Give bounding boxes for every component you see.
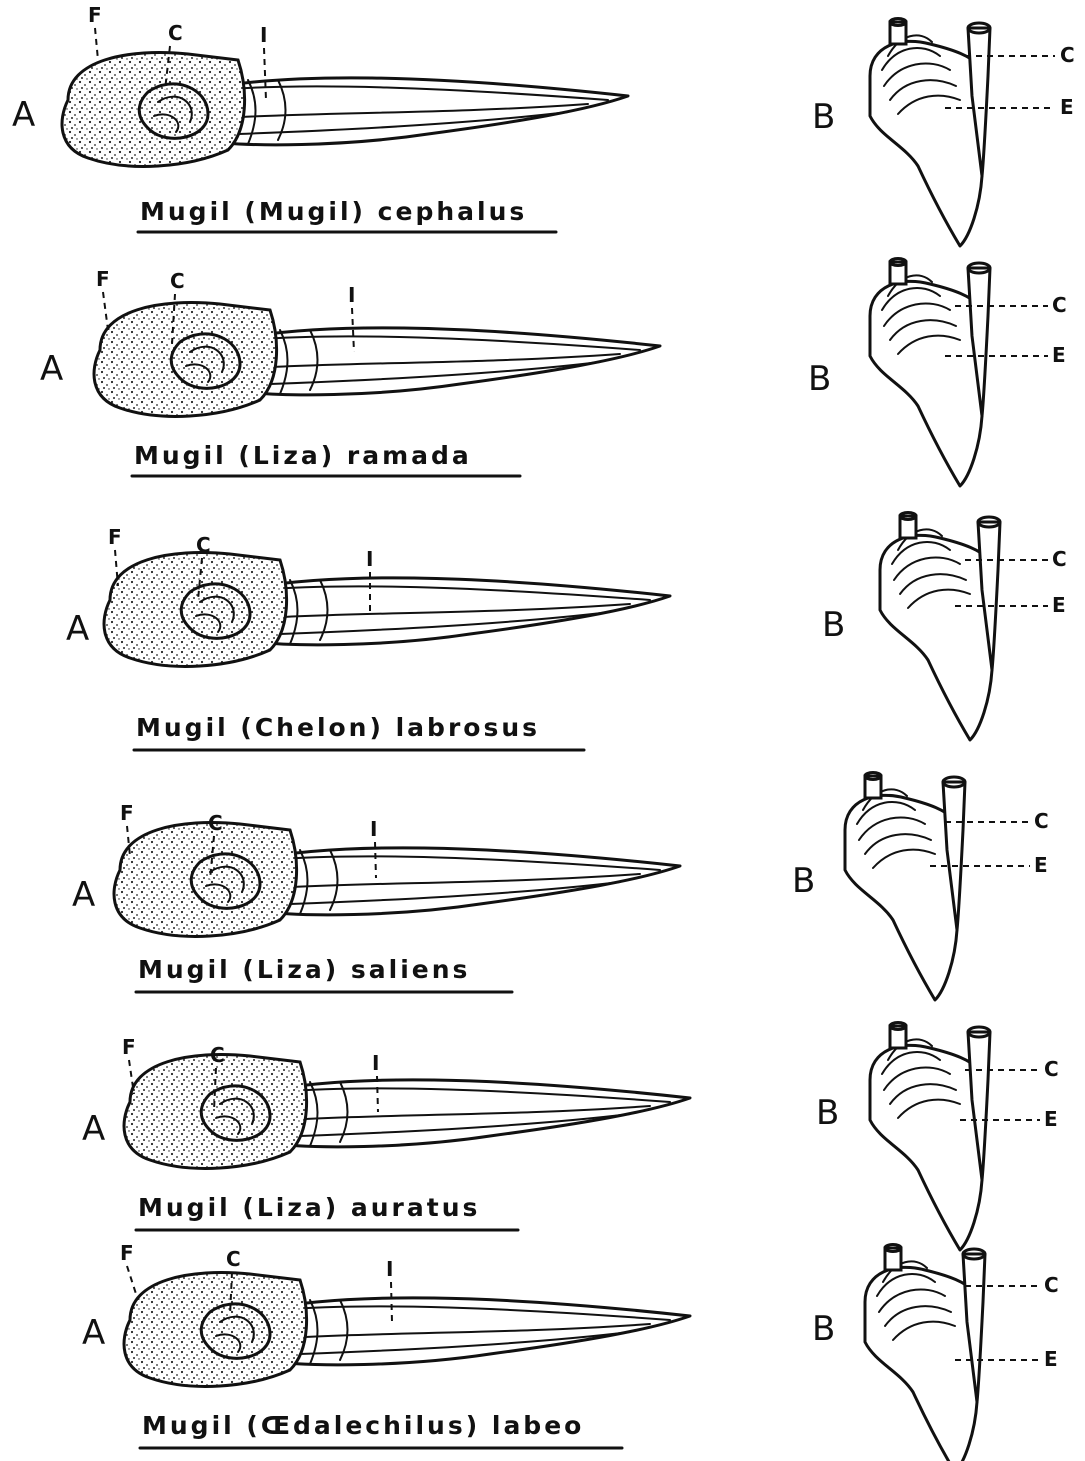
label-A: A (40, 349, 63, 389)
species-caption: Mugil (Liza) auratus (138, 1193, 480, 1222)
digest-diagram-A-5 (124, 1055, 690, 1169)
label-F: F (88, 3, 102, 27)
label-B-C: C (1034, 809, 1049, 833)
digest-diagram-A-4 (114, 823, 680, 937)
label-I: I (370, 817, 377, 841)
label-A: A (66, 609, 89, 649)
label-C: C (168, 21, 183, 45)
digest-diagram-A-3 (104, 553, 670, 667)
row-3 (104, 513, 1000, 741)
label-F: F (108, 525, 122, 549)
label-A: A (72, 875, 95, 915)
label-B: B (812, 97, 835, 137)
label-C: C (196, 533, 211, 557)
label-I: I (366, 547, 373, 571)
label-B: B (812, 1309, 835, 1349)
label-C: C (226, 1247, 241, 1271)
label-B-E: E (1044, 1107, 1058, 1131)
label-B: B (816, 1093, 839, 1133)
label-A: A (12, 95, 35, 135)
species-caption: Mugil (Mugil) cephalus (140, 197, 527, 226)
label-A: A (82, 1109, 105, 1149)
label-B-E: E (1052, 593, 1066, 617)
label-B: B (792, 861, 815, 901)
stomach-diagram-B-2 (870, 259, 990, 487)
stomach-diagram-B-5 (870, 1023, 990, 1251)
digest-diagram-A-2 (94, 303, 660, 417)
stomach-diagram-B-1 (870, 19, 990, 247)
stomach-diagram-B-4 (845, 773, 965, 1001)
label-F: F (122, 1035, 136, 1059)
label-B-C: C (1044, 1273, 1059, 1297)
species-caption: Mugil (Liza) ramada (134, 441, 472, 470)
label-I: I (260, 23, 267, 47)
label-C: C (170, 269, 185, 293)
label-C: C (210, 1043, 225, 1067)
label-B: B (822, 605, 845, 645)
label-F: F (120, 1241, 134, 1265)
label-B: B (808, 359, 831, 399)
label-A: A (82, 1313, 105, 1353)
label-B-C: C (1052, 547, 1067, 571)
label-B-C: C (1052, 293, 1067, 317)
label-B-C: C (1060, 43, 1075, 67)
label-B-E: E (1052, 343, 1066, 367)
label-B-E: E (1034, 853, 1048, 877)
label-I: I (348, 283, 355, 307)
label-B-E: E (1060, 95, 1074, 119)
label-I: I (372, 1051, 379, 1075)
label-B-C: C (1044, 1057, 1059, 1081)
species-caption: Mugil (Liza) saliens (138, 955, 470, 984)
label-B-E: E (1044, 1347, 1058, 1371)
label-F: F (120, 801, 134, 825)
digest-diagram-A-1 (62, 53, 628, 167)
digest-diagram-A-6 (124, 1273, 690, 1387)
label-F: F (96, 267, 110, 291)
stomach-diagram-B-3 (880, 513, 1000, 741)
species-caption: Mugil (Chelon) labrosus (136, 713, 540, 742)
label-C: C (208, 811, 223, 835)
species-caption: Mugil (Œdalechilus) labeo (142, 1411, 584, 1440)
stomach-diagram-B-6 (865, 1245, 985, 1461)
label-I: I (386, 1257, 393, 1281)
